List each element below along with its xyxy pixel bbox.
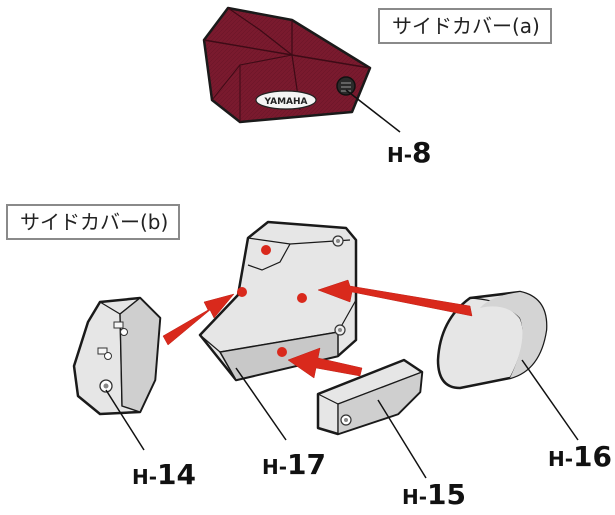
part-label-h16: H-16	[548, 440, 613, 473]
arrow-h16-to-h17	[317, 279, 473, 317]
part-label-h8: H-8	[387, 136, 432, 169]
leader-h8	[345, 89, 401, 133]
arrow-h15-to-h17	[287, 347, 363, 379]
part-label-h14: H-14	[132, 458, 197, 491]
mount-point-marker	[261, 245, 271, 255]
leader-h17	[235, 367, 287, 441]
part-h16	[436, 290, 548, 390]
part-label-h17: H-17	[262, 448, 327, 481]
cover-knob-icon	[336, 76, 356, 96]
part-h17	[198, 220, 358, 382]
leader-h14	[105, 389, 145, 451]
mount-point-marker	[297, 293, 307, 303]
side-cover-a: YAMAHA	[202, 6, 372, 124]
mount-point-marker	[277, 347, 287, 357]
assembly-arrows	[162, 279, 473, 379]
part-label-h15: H-15	[402, 478, 467, 511]
side-cover-b-label: サイドカバー(b)	[6, 204, 181, 240]
yamaha-emblem	[255, 90, 317, 110]
leader-h16	[521, 359, 579, 441]
mount-point-marker	[237, 287, 247, 297]
yamaha-emblem-text: YAMAHA	[263, 97, 307, 107]
part-h14	[72, 296, 162, 416]
arrow-h14-to-h17	[162, 293, 235, 346]
leader-h15	[377, 399, 427, 479]
side-cover-a-label: サイドカバー(a)	[378, 8, 552, 44]
